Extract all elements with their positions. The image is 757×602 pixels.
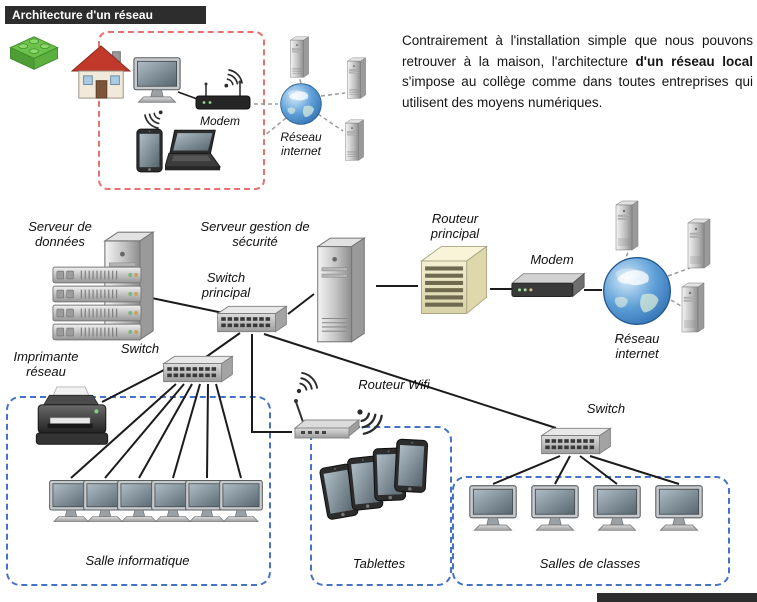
connection-lines bbox=[70, 91, 680, 485]
classrooms-box bbox=[452, 476, 730, 586]
intro-text-before: Contrairement à l'installation simple qu… bbox=[402, 33, 753, 69]
lego-brick-icon bbox=[10, 36, 58, 70]
globe-icon bbox=[280, 83, 322, 125]
rack-server-icon bbox=[52, 304, 142, 322]
server-tower-icon bbox=[345, 119, 364, 161]
home-modem-label: Modem bbox=[199, 114, 240, 128]
tablets-label: Tablettes bbox=[352, 556, 406, 571]
modem-icon bbox=[195, 80, 251, 110]
server-tower-icon bbox=[615, 200, 639, 251]
tablets-box bbox=[310, 426, 452, 586]
data-server-label: Serveur de données bbox=[28, 219, 92, 249]
modem-icon bbox=[511, 273, 585, 297]
wifi-signal-icon bbox=[356, 408, 383, 435]
intro-paragraph: Contrairement à l'installation simple qu… bbox=[402, 31, 753, 113]
computer-room-label: Salle informatique bbox=[85, 553, 190, 568]
switch-icon bbox=[217, 305, 287, 333]
server-tower-icon bbox=[681, 282, 705, 333]
rack-server-icon bbox=[52, 323, 142, 341]
intro-text-after: s'impose au collège comme dans toutes en… bbox=[402, 74, 753, 110]
server-tower-icon bbox=[290, 36, 309, 78]
printer-label: Imprimante réseau bbox=[13, 349, 79, 379]
server-tower-icon bbox=[347, 57, 366, 99]
classroom-monitors bbox=[469, 485, 703, 531]
tablet-icon bbox=[393, 438, 429, 494]
tablet-icon bbox=[136, 128, 163, 173]
monitor-icon bbox=[133, 57, 181, 103]
modem-label: Modem bbox=[530, 252, 574, 267]
next-section-bar bbox=[597, 593, 757, 602]
right-switch-label: Switch bbox=[586, 401, 626, 416]
tablet-group bbox=[318, 438, 429, 521]
home-network-box bbox=[98, 31, 265, 190]
monitor-icon bbox=[655, 485, 703, 531]
security-server-label: Serveur gestion de sécurité bbox=[200, 219, 310, 249]
classrooms-label: Salles de classes bbox=[539, 556, 641, 571]
internet-label: Réseau internet bbox=[614, 331, 660, 361]
monitor-icon bbox=[469, 485, 517, 531]
switch-icon bbox=[541, 427, 611, 455]
rack-server-icon bbox=[52, 266, 142, 284]
main-switch-label: Switch principal bbox=[201, 270, 251, 300]
house-icon bbox=[71, 45, 131, 99]
globe-icon bbox=[603, 257, 671, 325]
wifi-signal-icon bbox=[295, 371, 319, 395]
computer-room-box bbox=[6, 396, 271, 586]
intro-text-bold: d'un réseau local bbox=[635, 53, 753, 69]
printer-icon bbox=[35, 386, 109, 445]
computer-room-monitors bbox=[49, 479, 263, 523]
switch-icon bbox=[163, 355, 233, 383]
monitor-icon bbox=[531, 485, 579, 531]
page-title: Architecture d'un réseau bbox=[5, 6, 206, 24]
laptop-icon bbox=[165, 129, 221, 171]
server-tower-icon bbox=[317, 237, 365, 343]
home-internet-label: Réseau internet bbox=[280, 130, 322, 158]
wifi-router-icon bbox=[292, 397, 361, 440]
router-icon bbox=[420, 246, 488, 314]
wifi-router-label: Routeur Wifi bbox=[358, 377, 430, 392]
rack-server-icon bbox=[52, 285, 142, 303]
monitor-icon bbox=[593, 485, 641, 531]
wifi-signal-icon bbox=[144, 109, 164, 129]
left-switch-label: Switch bbox=[120, 341, 160, 356]
server-tower-icon bbox=[687, 218, 711, 269]
monitor-icon bbox=[219, 479, 263, 523]
main-router-label: Routeur principal bbox=[430, 211, 480, 241]
